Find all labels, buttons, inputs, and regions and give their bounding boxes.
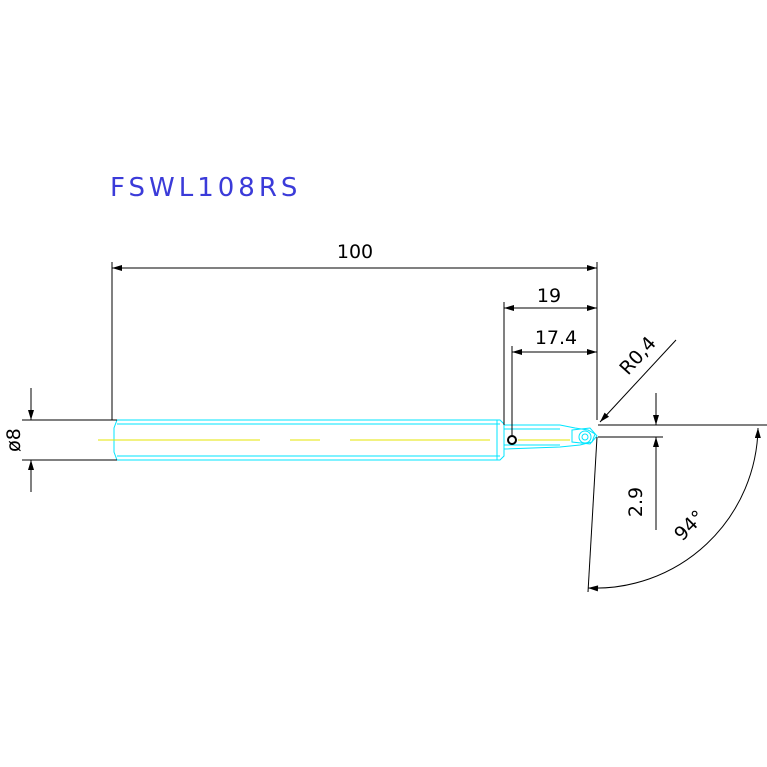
diameter-label: ø8 [3,428,25,452]
dimension-lines [22,262,767,593]
angle-arc [587,427,761,592]
head-length-label: 19 [537,285,561,307]
nose-radius-label: R0,4 [615,332,660,379]
overall-length-label: 100 [337,241,373,263]
insert-screw-outer [578,430,592,444]
insert-outline [571,427,598,445]
nose-radius-leader [599,339,677,423]
part-number-title: FSWL108RS [110,173,301,203]
angle-label: 94° [670,506,709,545]
hole-distance-label: 17.4 [535,327,577,349]
insert-screw-inner [581,433,589,441]
shank-outline [113,419,505,461]
coolant-hole [507,435,517,445]
offset-label: 2.9 [625,487,647,517]
